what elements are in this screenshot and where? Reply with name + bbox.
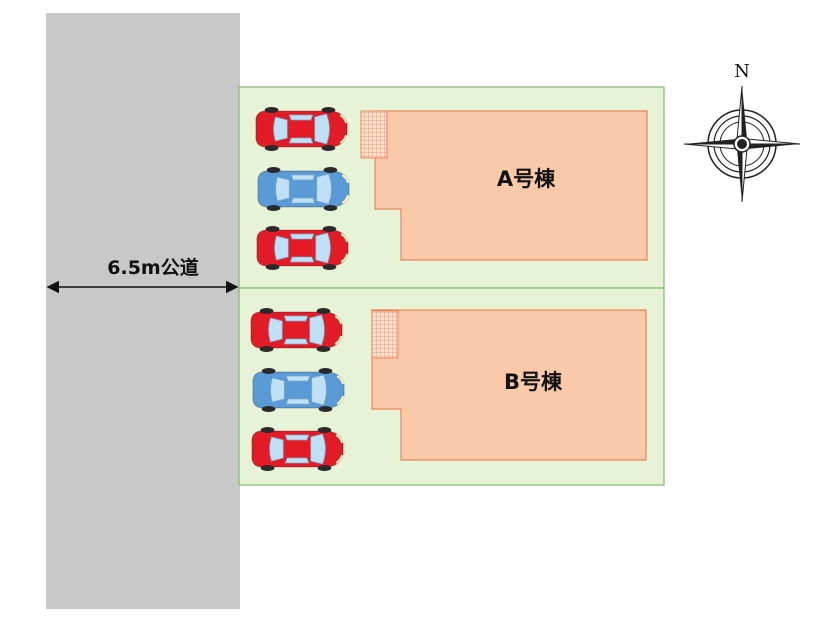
car-icon xyxy=(249,307,344,353)
building-a-label: A号棟 xyxy=(497,167,556,191)
building-a xyxy=(374,110,648,261)
lot-a: A号棟 xyxy=(238,86,665,289)
car-icon xyxy=(256,166,351,212)
public-road xyxy=(46,13,240,609)
grid-pad-icon xyxy=(371,310,399,359)
building-b-label: B号棟 xyxy=(504,370,563,394)
car-icon xyxy=(255,225,350,271)
lot-b: B号棟 xyxy=(238,287,665,486)
grid-pad-icon xyxy=(360,110,388,159)
car-icon xyxy=(250,426,345,472)
road-width-label: 6.5m公道 xyxy=(107,256,198,279)
north-label: N xyxy=(734,61,750,82)
car-icon xyxy=(254,106,349,152)
car-icon xyxy=(251,367,346,413)
compass-rose-icon: N xyxy=(683,61,801,203)
building-b xyxy=(371,309,647,461)
